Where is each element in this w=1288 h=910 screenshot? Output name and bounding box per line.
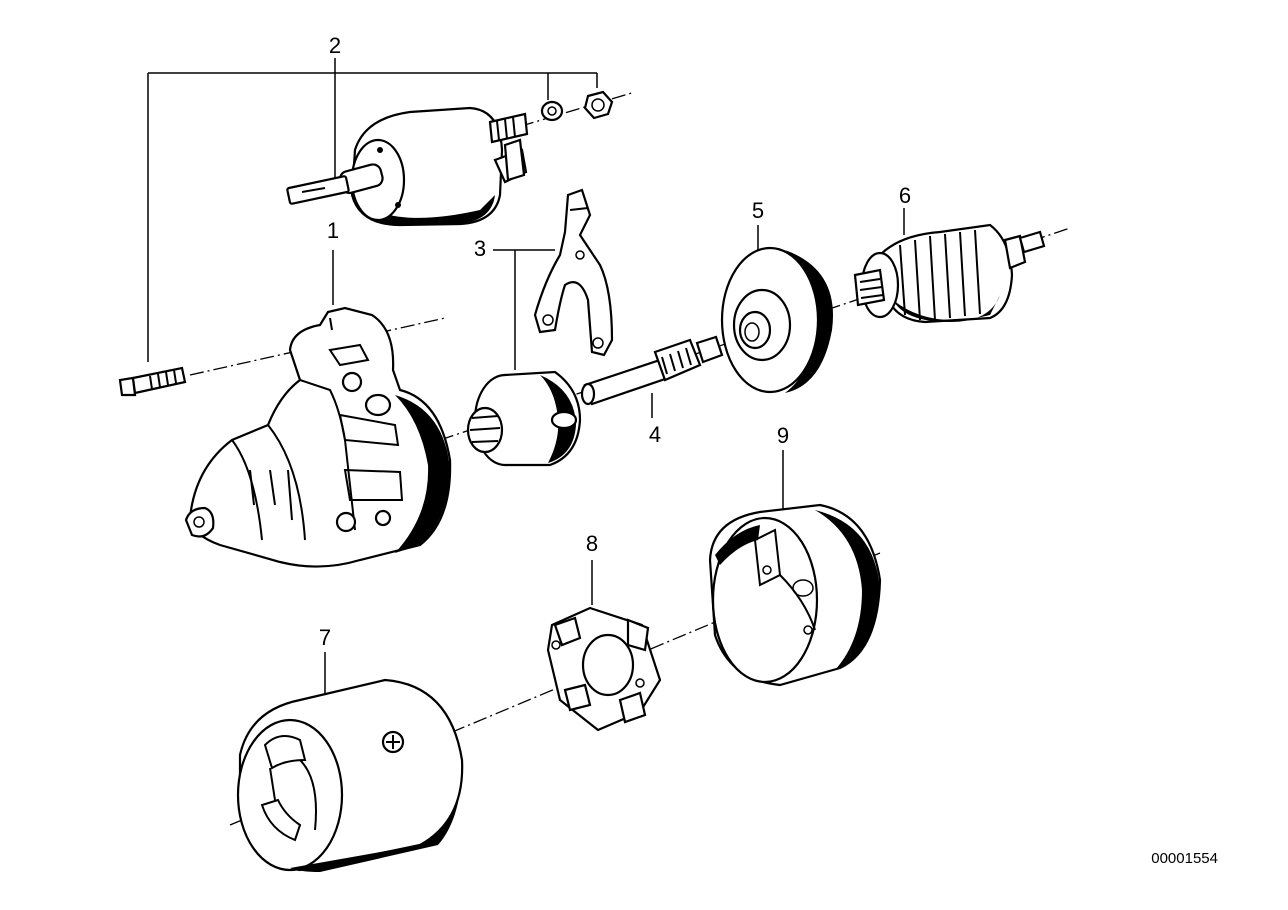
pole-housing-part: [236, 678, 464, 872]
callout-4: 4: [649, 422, 661, 447]
commutator-end-housing-part: [708, 503, 882, 687]
bearing-plate-part: [720, 246, 834, 394]
callout-2: 2: [329, 33, 341, 58]
solenoid-switch-part: [286, 90, 614, 227]
callout-5: 5: [752, 198, 764, 223]
armature-part: [853, 223, 1046, 324]
callout-3: 3: [474, 236, 486, 261]
brush-holder-part: [546, 606, 662, 732]
drive-end-housing-part: [184, 306, 452, 568]
reference-number: 00001554: [1151, 850, 1218, 867]
through-bolt-part: [118, 366, 187, 397]
drive-shaft-part: [580, 335, 724, 406]
engaging-fork-part: [533, 188, 614, 357]
callout-7: 7: [319, 625, 331, 650]
callout-8: 8: [586, 531, 598, 556]
drive-pinion-part: [466, 370, 582, 467]
callout-9: 9: [777, 423, 789, 448]
callout-1: 1: [327, 218, 339, 243]
callout-6: 6: [899, 183, 911, 208]
